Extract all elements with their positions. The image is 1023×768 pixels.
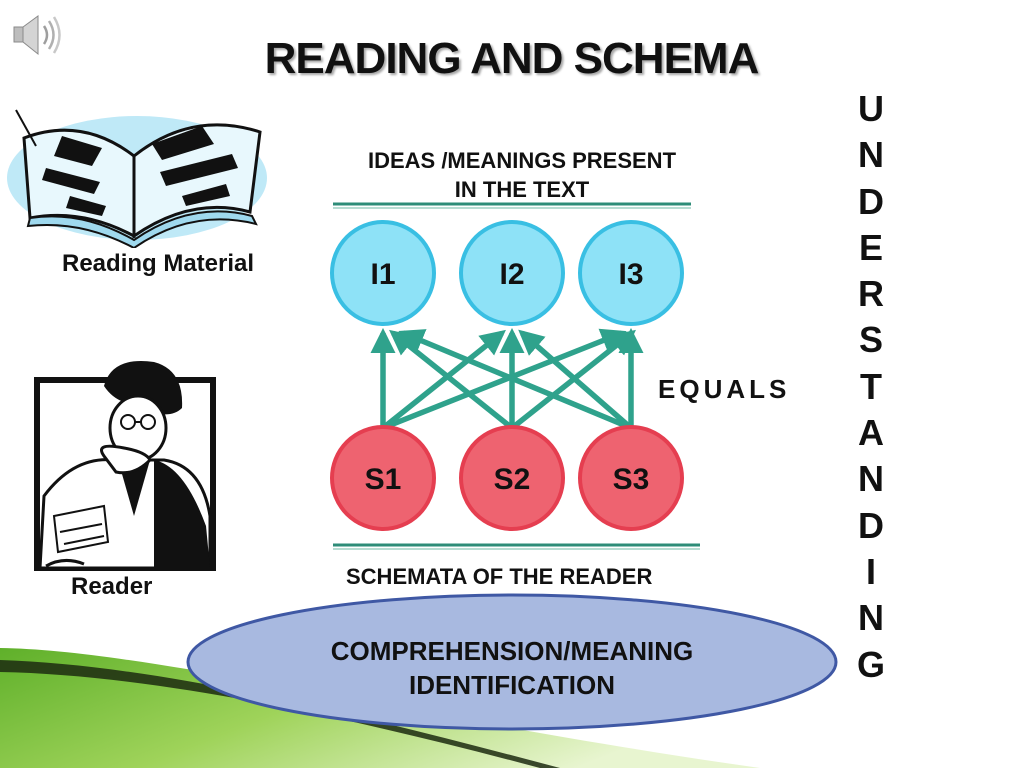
- idea-node-1-label: I1: [370, 258, 395, 291]
- comprehension-line2: IDENTIFICATION: [250, 668, 774, 702]
- understanding-letter: I: [845, 549, 897, 595]
- idea-node-3-label: I3: [618, 258, 643, 291]
- idea-node-2-label: I2: [499, 258, 524, 291]
- understanding-letter: N: [845, 456, 897, 502]
- understanding-letter: D: [845, 503, 897, 549]
- schema-node-1-label: S1: [365, 463, 402, 496]
- schemata-label: SCHEMATA OF THE READER: [346, 564, 652, 590]
- schema-node-1: S1: [332, 427, 434, 529]
- understanding-letter: G: [845, 642, 897, 688]
- schema-node-3: S3: [580, 427, 682, 529]
- schema-node-2: S2: [461, 427, 563, 529]
- idea-node-3: I3: [580, 222, 682, 324]
- understanding-letter: E: [845, 225, 897, 271]
- understanding-letter: N: [845, 132, 897, 178]
- understanding-letter: S: [845, 317, 897, 363]
- schema-node-2-label: S2: [494, 463, 531, 496]
- connection-arrows: [383, 333, 632, 428]
- understanding-letter: D: [845, 179, 897, 225]
- understanding-letter: A: [845, 410, 897, 456]
- understanding-letter: N: [845, 595, 897, 641]
- equals-label: EQUALS: [658, 374, 790, 405]
- understanding-letter: R: [845, 271, 897, 317]
- idea-node-2: I2: [461, 222, 563, 324]
- comprehension-text: COMPREHENSION/MEANING IDENTIFICATION: [250, 634, 774, 702]
- comprehension-line1: COMPREHENSION/MEANING: [250, 634, 774, 668]
- understanding-letter: T: [845, 364, 897, 410]
- arrow-s3-i1: [403, 333, 631, 428]
- arrow-s1-i3: [383, 333, 622, 428]
- idea-node-1: I1: [332, 222, 434, 324]
- arrow-s2-i1: [393, 333, 512, 428]
- schema-node-3-label: S3: [613, 463, 650, 496]
- understanding-vertical-word: U N D E R S T A N D I N G: [845, 86, 897, 688]
- understanding-letter: U: [845, 86, 897, 132]
